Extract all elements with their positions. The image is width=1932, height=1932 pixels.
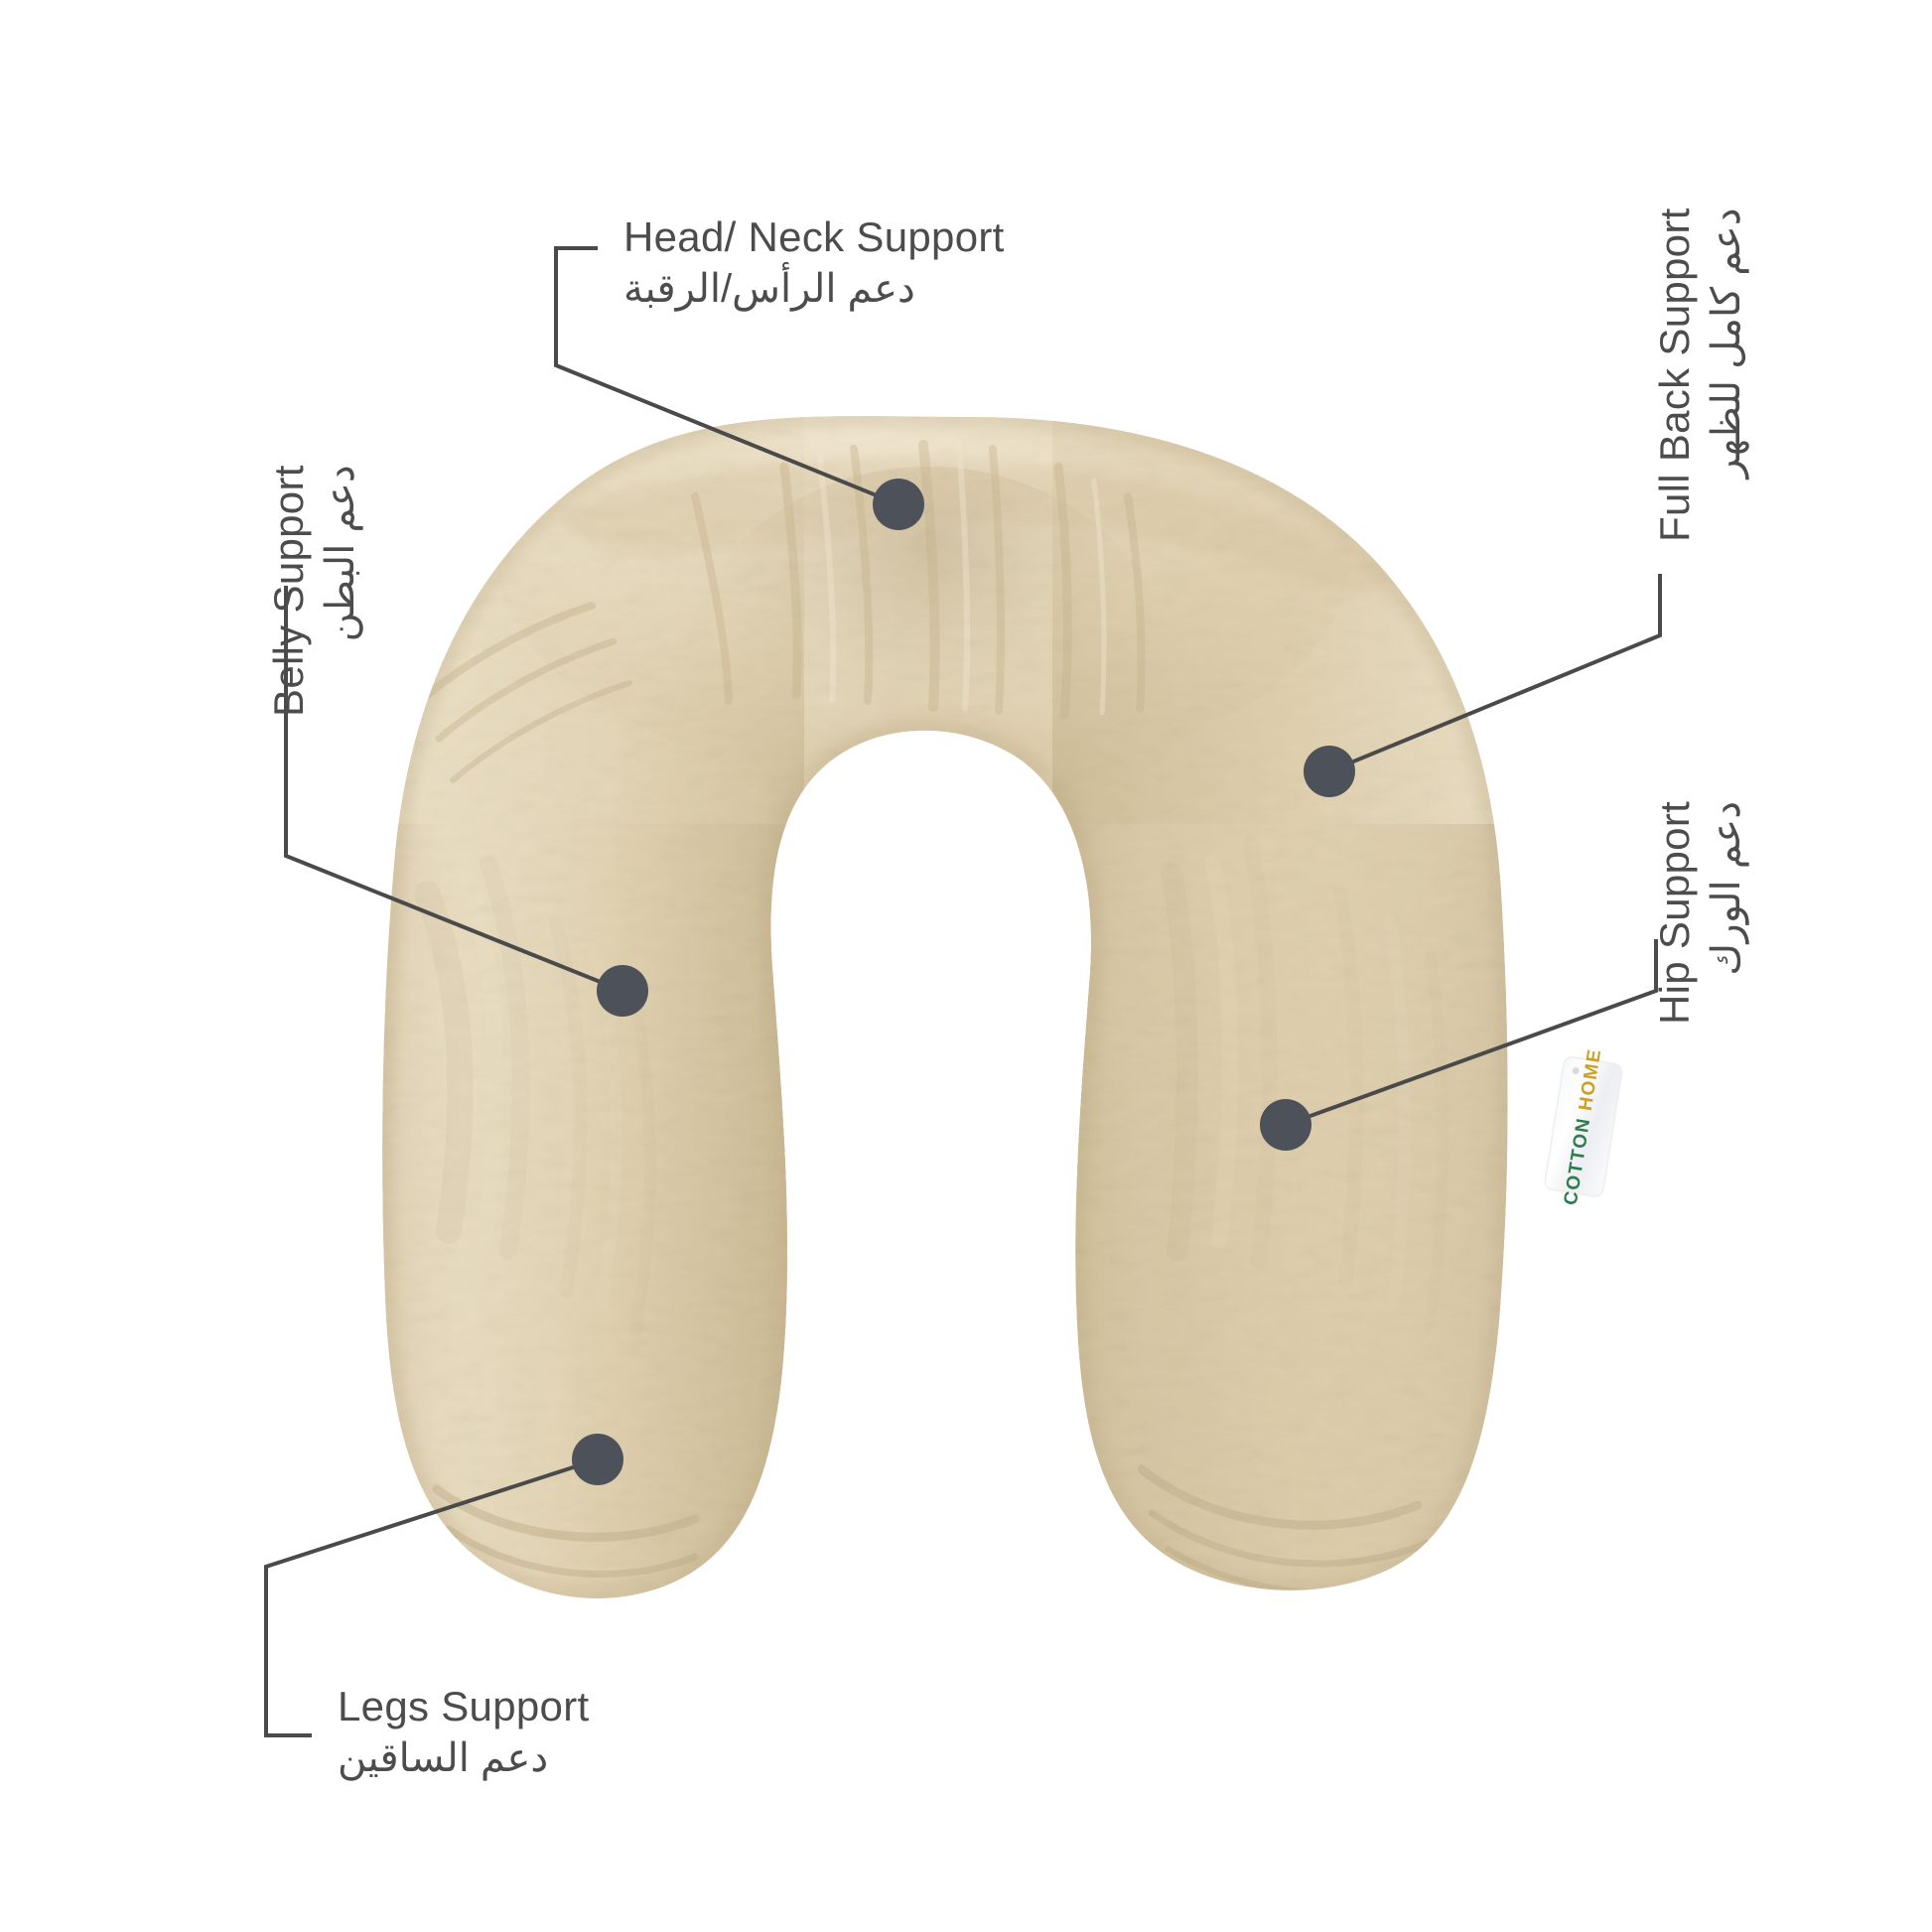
label-hip-ar: دعم الورك — [1704, 800, 1748, 976]
label-belly-ar: دعم البطن — [318, 465, 362, 642]
annotation-dots — [572, 479, 1355, 1485]
label-legs-ar: دعم الساقين — [338, 1735, 549, 1780]
dot-head-neck[interactable] — [873, 479, 924, 530]
dot-hip[interactable] — [1260, 1099, 1311, 1151]
label-full-back-en: Full Back Support — [1651, 207, 1698, 542]
tag-grommet-icon — [1572, 1066, 1581, 1075]
dot-legs[interactable] — [572, 1434, 623, 1485]
annotation-label-belly: Belly Support دعم البطن — [262, 465, 366, 717]
leader-line-head-neck — [554, 246, 901, 507]
label-hip-en: Hip Support — [1651, 800, 1698, 1025]
label-head-neck-en: Head/ Neck Support — [623, 213, 1005, 260]
annotation-label-legs: Legs Support دعم الساقين — [338, 1680, 589, 1784]
label-full-back-ar: دعم كامل للظهر — [1704, 207, 1748, 479]
leader-line-hip — [1283, 939, 1658, 1128]
dot-belly[interactable] — [597, 965, 648, 1017]
label-head-neck-ar: دعم الرأس/الرقبة — [623, 266, 915, 311]
annotation-label-hip: Hip Support دعم الورك — [1648, 801, 1752, 1025]
annotation-label-head-neck: Head/ Neck Support دعم الرأس/الرقبة — [623, 210, 1005, 315]
brand-word-cotton: COTTON — [1560, 1115, 1595, 1207]
leader-line-legs — [264, 1456, 601, 1737]
label-legs-en: Legs Support — [338, 1683, 590, 1729]
label-belly-en: Belly Support — [265, 465, 312, 717]
leader-line-full-back — [1326, 574, 1662, 774]
annotation-label-full-back: Full Back Support دعم كامل للظهر — [1648, 207, 1752, 542]
leader-line-belly — [284, 586, 625, 994]
pillow-body — [382, 416, 1508, 1598]
brand-tag-text: COTTON HOME — [1561, 1046, 1607, 1206]
leader-lines — [264, 246, 1662, 1737]
dot-full-back[interactable] — [1304, 746, 1355, 797]
